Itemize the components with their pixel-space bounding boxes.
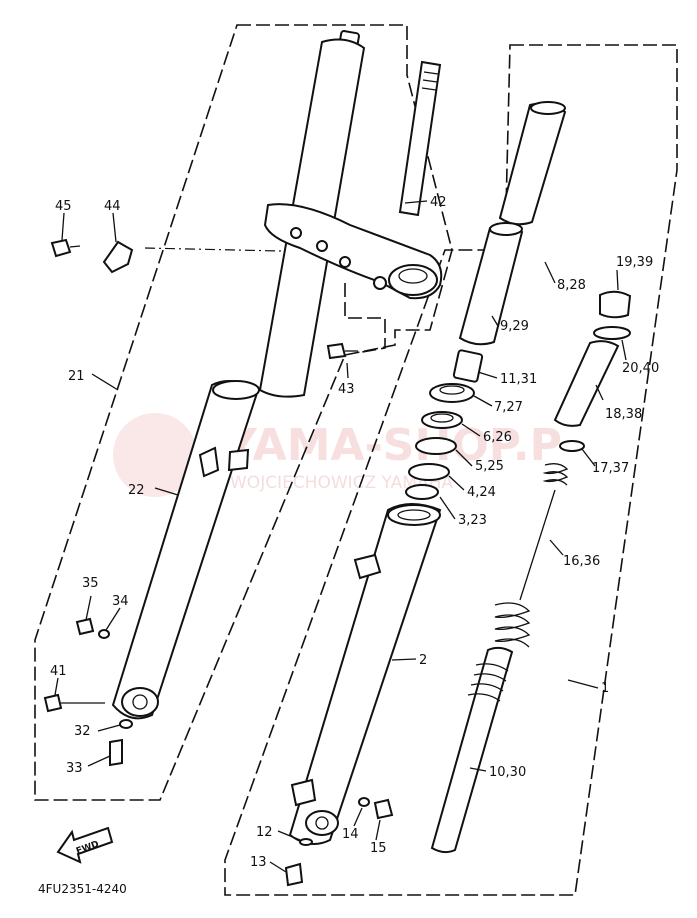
fork-tube-left <box>111 30 366 720</box>
part-labels: 45 44 42 21 43 22 35 34 41 32 33 8,28 9,… <box>50 195 659 870</box>
label-7-27: 7,27 <box>494 400 523 415</box>
bolt-45-icon <box>50 238 72 258</box>
washer-17-icon <box>559 440 585 452</box>
nut-35-icon <box>75 617 95 636</box>
bolt-33-icon <box>109 738 123 767</box>
label-14: 14 <box>342 827 359 842</box>
slide-metal-8-icon <box>498 102 567 226</box>
label-43: 43 <box>338 382 355 397</box>
spring-16-bottom-icon <box>494 602 531 648</box>
washer-4-icon <box>408 463 450 481</box>
washer-34-icon <box>98 629 110 639</box>
label-33: 33 <box>66 761 83 776</box>
label-4-24: 4,24 <box>467 485 496 500</box>
watermark-brand: YAMA-SHOP.P <box>224 420 562 471</box>
label-32: 32 <box>74 724 91 739</box>
outer-tube-right <box>288 503 442 845</box>
bolt-43-icon <box>326 342 347 360</box>
bracket-44-icon <box>102 240 134 274</box>
bolt-13-icon <box>284 862 304 887</box>
label-1: 1 <box>601 681 609 696</box>
label-34: 34 <box>112 594 129 609</box>
gasket-12-icon <box>299 838 313 846</box>
bracket-connection-line <box>344 283 386 353</box>
fwd-arrow-icon: FWD <box>56 826 114 864</box>
oil-seal-7-icon <box>429 383 475 403</box>
left-assembly-boundary <box>34 24 453 801</box>
o-ring-20-icon <box>593 326 631 340</box>
diagram-code: 4FU2351-4240 <box>38 882 127 896</box>
label-10-30: 10,30 <box>489 765 526 780</box>
cap-bolt-19-icon <box>599 290 632 319</box>
watermark-sub: WOJCIECHOWICZ YAMAHA <box>230 473 453 493</box>
label-9-29: 9,29 <box>500 319 529 334</box>
bolt-15-icon <box>373 798 394 820</box>
label-8-28: 8,28 <box>557 278 586 293</box>
leader-lines <box>54 200 627 873</box>
label-16-36: 16,36 <box>563 554 600 569</box>
label-11-31: 11,31 <box>500 372 537 387</box>
label-42: 42 <box>430 195 447 210</box>
seal-3-icon <box>405 484 439 500</box>
collar-11-icon <box>452 349 484 383</box>
label-17-37: 17,37 <box>592 461 629 476</box>
label-45: 45 <box>55 199 72 214</box>
label-15: 15 <box>370 841 387 856</box>
label-3-23: 3,23 <box>458 513 487 528</box>
label-44: 44 <box>104 199 121 214</box>
label-22: 22 <box>128 483 145 498</box>
label-21: 21 <box>68 369 85 384</box>
label-18-38: 18,38 <box>605 407 642 422</box>
washer-5-icon <box>415 437 457 455</box>
fork-internal-parts <box>284 101 632 887</box>
watermark: YAMA-SHOP.P WOJCIECHOWICZ YAMAHA <box>113 413 562 497</box>
label-13: 13 <box>250 855 267 870</box>
steering-stem <box>263 60 443 300</box>
washer-14-icon <box>358 797 370 807</box>
label-19-39: 19,39 <box>616 255 653 270</box>
label-41: 41 <box>50 664 67 679</box>
spacer-18-icon <box>553 340 620 427</box>
label-5-25: 5,25 <box>475 459 504 474</box>
label-6-26: 6,26 <box>483 430 512 445</box>
washer-32-icon <box>119 719 133 729</box>
left-hardware <box>43 238 358 767</box>
label-12: 12 <box>256 825 273 840</box>
damper-rod-10-icon <box>430 646 514 854</box>
label-2: 2 <box>419 653 427 668</box>
bolt-41-icon <box>43 693 63 713</box>
label-35: 35 <box>82 576 99 591</box>
watermark-logo-icon <box>113 413 197 497</box>
label-20-40: 20,40 <box>622 361 659 376</box>
spring-16-top-icon <box>542 463 569 486</box>
